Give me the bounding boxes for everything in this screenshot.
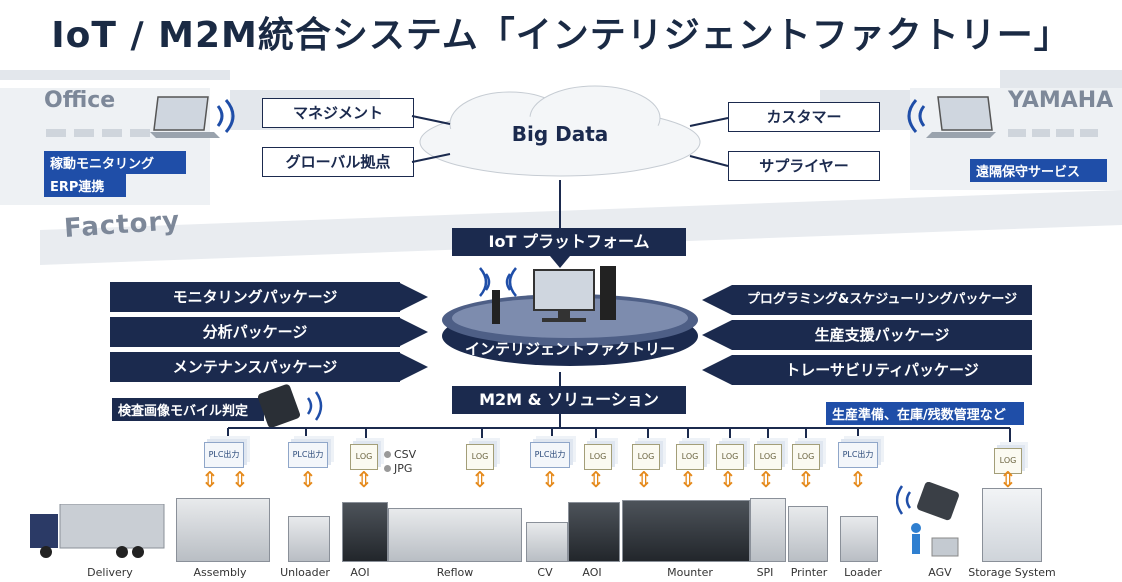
package-analysis: 分析パッケージ — [110, 317, 400, 347]
printer-machine — [788, 506, 828, 562]
yamaha-tag-remote: 遠隔保守サービス — [970, 159, 1107, 182]
package-traceability: トレーサビリティパッケージ — [732, 355, 1032, 385]
cloud-box-global: グローバル拠点 — [262, 147, 414, 177]
format-csv: CSV — [384, 448, 416, 461]
format-jpg-label: JPG — [394, 462, 413, 475]
log-icon: LOG — [792, 444, 820, 470]
aoi-machine — [342, 502, 388, 562]
smartphone-icon — [257, 384, 323, 428]
plc-output-icon: PLC出力 — [838, 442, 878, 468]
station-label: AGV — [928, 566, 952, 579]
package-production-support: 生産支援パッケージ — [732, 320, 1032, 350]
mounter-machine — [622, 500, 750, 562]
loader-machine — [840, 516, 878, 562]
bullet-icon — [384, 465, 391, 472]
aoi-machine-2 — [568, 502, 620, 562]
cloud-connectors — [411, 115, 729, 167]
server-icon — [479, 266, 616, 324]
hub-label: インテリジェントファクトリー — [464, 340, 675, 358]
spi-machine — [750, 498, 786, 562]
cloud-to-platform-line — [559, 180, 561, 228]
bidirectional-arrow-icon: ⇕ — [678, 468, 698, 493]
format-jpg: JPG — [384, 462, 412, 475]
office-windows — [46, 122, 150, 141]
bidirectional-arrow-icon: ⇕ — [998, 468, 1018, 493]
log-icon: LOG — [632, 444, 660, 470]
station-label: Printer — [790, 566, 828, 579]
down-arrow-icon — [550, 256, 570, 268]
bidirectional-arrow-icon: ⇕ — [230, 468, 250, 493]
left-package-arrows — [398, 282, 428, 382]
bidirectional-arrow-icon: ⇕ — [354, 468, 374, 493]
cloud-shape — [419, 85, 701, 177]
right-package-arrows — [702, 285, 732, 385]
station-label: Storage System — [968, 566, 1056, 579]
bidirectional-arrow-icon: ⇕ — [298, 468, 318, 493]
bidirectional-arrow-icon: ⇕ — [586, 468, 606, 493]
log-icon: LOG — [350, 444, 378, 470]
station-label: AOI — [350, 566, 370, 579]
page-title: IoT / M2M統合システム「インテリジェントファクトリー」 — [51, 15, 1071, 56]
distribution-bus — [227, 414, 1011, 442]
yamaha-windows — [1008, 122, 1098, 141]
station-label: Unloader — [280, 566, 330, 579]
bidirectional-arrow-icon: ⇕ — [540, 468, 560, 493]
office-tag-monitoring: 稼動モニタリング — [44, 151, 186, 174]
cloud-box-supplier: サプライヤー — [728, 151, 880, 181]
package-maintenance: メンテナンスパッケージ — [110, 352, 400, 382]
format-csv-label: CSV — [394, 448, 417, 461]
m2m-box: M2M & ソリューション — [452, 386, 686, 414]
office-label: Office — [44, 88, 116, 113]
laptop-icon — [150, 96, 235, 138]
bidirectional-arrow-icon: ⇕ — [756, 468, 776, 493]
plc-output-icon: PLC出力 — [204, 442, 244, 468]
station-label: Loader — [844, 566, 882, 579]
station-label: CV — [537, 566, 553, 579]
log-icon: LOG — [994, 448, 1022, 474]
mobile-inspection-tag: 検査画像モバイル判定 — [112, 398, 264, 421]
bidirectional-arrow-icon: ⇕ — [470, 468, 490, 493]
reflow-machine — [388, 508, 522, 562]
yamaha-label: YAMAHA — [1008, 88, 1114, 113]
log-icon: LOG — [754, 444, 782, 470]
plc-output-icon: PLC出力 — [530, 442, 570, 468]
station-label: Delivery — [87, 566, 133, 579]
agv-icon — [896, 482, 959, 557]
log-icon: LOG — [716, 444, 744, 470]
log-icon: LOG — [676, 444, 704, 470]
log-icon: LOG — [466, 444, 494, 470]
bidirectional-arrow-icon: ⇕ — [848, 468, 868, 493]
cv-machine — [526, 522, 568, 562]
office-tag-erp: ERP連携 — [44, 174, 126, 197]
office-panel: Office 稼動モニタリング ERP連携 — [40, 88, 235, 198]
station-label: Assembly — [193, 566, 247, 579]
laptop-icon — [907, 96, 996, 138]
m2m-connector — [559, 372, 561, 386]
bidirectional-arrow-icon: ⇕ — [718, 468, 738, 493]
package-monitoring: モニタリングパッケージ — [110, 282, 400, 312]
station-label: Reflow — [436, 566, 474, 579]
bidirectional-arrow-icon: ⇕ — [634, 468, 654, 493]
log-icon: LOG — [584, 444, 612, 470]
yamaha-panel: YAMAHA 遠隔保守サービス — [900, 86, 1115, 196]
prep-management-tag: 生産準備、在庫/残数管理など — [826, 402, 1024, 425]
bidirectional-arrow-icon: ⇕ — [796, 468, 816, 493]
station-label: AOI — [582, 566, 602, 579]
assembly-machine — [176, 498, 270, 562]
station-label: SPI — [756, 566, 774, 579]
station-label: Mounter — [667, 566, 713, 579]
iot-platform-box: IoT プラットフォーム — [452, 228, 686, 256]
truck-icon — [30, 504, 165, 558]
plc-output-icon: PLC出力 — [288, 442, 328, 468]
unloader-machine — [288, 516, 330, 562]
package-programming: プログラミング&スケジューリングパッケージ — [732, 285, 1032, 315]
cloud-box-customer: カスタマー — [728, 102, 880, 132]
storage-system-machine — [982, 488, 1042, 562]
big-data-label: Big Data — [511, 122, 609, 146]
cloud-box-management: マネジメント — [262, 98, 414, 128]
bullet-icon — [384, 451, 391, 458]
bidirectional-arrow-icon: ⇕ — [200, 468, 220, 493]
